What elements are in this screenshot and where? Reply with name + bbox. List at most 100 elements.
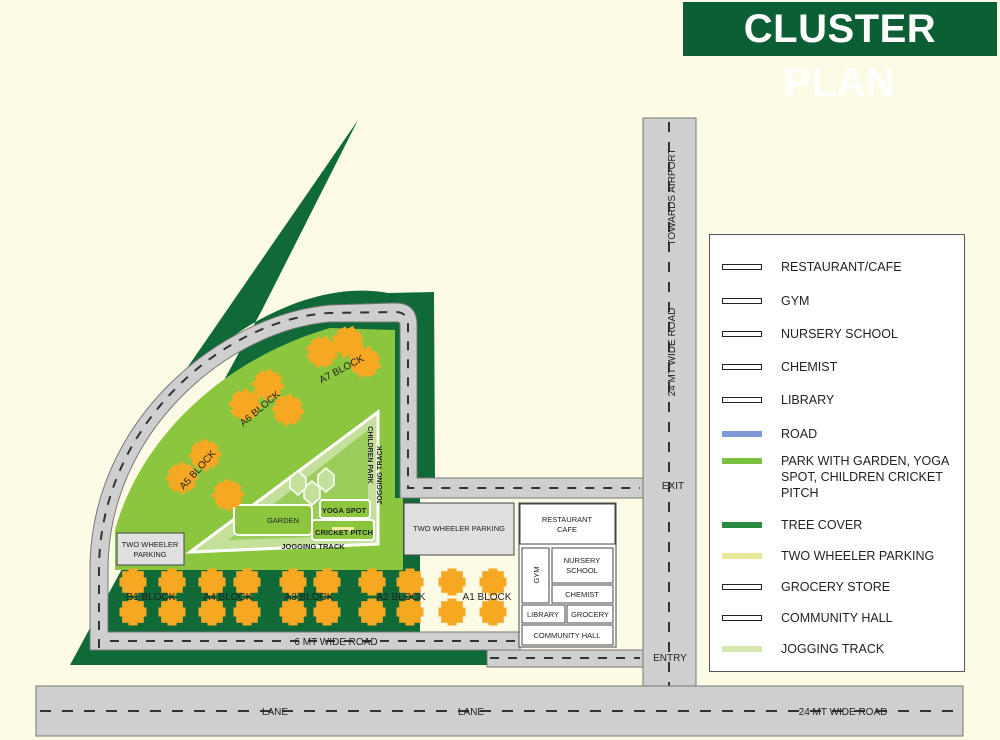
block-label-a2: A2 BLOCK <box>377 592 426 603</box>
legend-swatch <box>722 458 762 464</box>
building-a4-unit-2b <box>233 598 261 626</box>
inner-road-dashes <box>98 310 640 648</box>
building-a1-unit-1a <box>438 568 466 596</box>
legend-label: GROCERY STORE <box>781 580 891 594</box>
legend-label: ROAD <box>781 427 818 441</box>
building-a6-unit-3 <box>228 388 262 422</box>
restaurant-cafe-line1: RESTAURANT <box>542 515 593 524</box>
building-a2-unit-1b <box>358 598 386 626</box>
restaurant-cafe-box <box>519 503 616 545</box>
lane-road <box>35 685 964 737</box>
legend-swatch <box>722 264 762 270</box>
building-b1-unit-2a <box>158 568 186 596</box>
inner-road-label: 6 MT WIDE ROAD <box>294 637 377 648</box>
community-hall-label: COMMUNITY HALL <box>534 631 601 640</box>
building-a3-unit-2a <box>313 568 341 596</box>
building-a7-unit-7 <box>331 325 365 359</box>
chemist-box <box>551 584 614 604</box>
legend-label: LIBRARY <box>781 393 835 407</box>
building-a3-unit-2b <box>313 598 341 626</box>
garden-label: GARDEN <box>267 516 299 525</box>
legend-swatch <box>722 584 762 590</box>
legend-swatch <box>722 397 762 403</box>
legend-label: GYM <box>781 294 810 308</box>
children-park-hex-2 <box>303 480 321 506</box>
building-a5-unit-0 <box>165 461 199 495</box>
block-label-b1: B1 BLOCK <box>127 592 176 603</box>
block-label-a4: A4 BLOCK <box>204 592 253 603</box>
building-a5-unit-1 <box>188 438 222 472</box>
legend-swatch <box>722 431 762 437</box>
two-wheeler-parking-center <box>403 502 515 556</box>
lane-label-1: LANE <box>262 707 288 718</box>
building-a3-unit-1b <box>279 598 307 626</box>
building-b1-unit-2b <box>158 598 186 626</box>
legend-label: PARK WITH GARDEN, YOGA SPOT, CHILDREN CR… <box>781 454 949 500</box>
building-b1-unit-1b <box>119 598 147 626</box>
building-a4-unit-2a <box>233 568 261 596</box>
yoga-spot-area <box>319 499 371 519</box>
nursery-school-box <box>551 547 614 584</box>
gym-label: GYM <box>532 566 541 583</box>
community-hall-box <box>521 624 614 646</box>
legend-label: TWO WHEELER PARKING <box>781 549 935 563</box>
block-label-a1: A1 BLOCK <box>463 592 512 603</box>
children-park-label: CHILDREN PARK <box>366 426 373 483</box>
building-a2-unit-1a <box>358 568 386 596</box>
library-label: LIBRARY <box>527 610 559 619</box>
building-a1-unit-1b <box>438 598 466 626</box>
building-a4-unit-1a <box>198 568 226 596</box>
jogging-track-side-label: JOGGING TRACK <box>377 445 384 504</box>
building-b1-unit-1a <box>119 568 147 596</box>
inner-loop-road <box>89 302 644 651</box>
grocery-label: GROCERY <box>571 610 609 619</box>
building-a6-unit-4 <box>251 368 285 402</box>
building-a2-unit-2b <box>396 598 424 626</box>
children-park-hex-1 <box>317 467 335 493</box>
legend-swatch <box>722 331 762 337</box>
legend-label: JOGGING TRACK <box>781 642 885 656</box>
legend-label: CHEMIST <box>781 360 838 374</box>
main-road-label: 24 MT WIDE ROAD <box>799 707 888 718</box>
legend-label: NURSERY SCHOOL <box>781 327 898 341</box>
gym-box <box>521 547 550 604</box>
two-wheeler-parking-left-line1: TWO WHEELER <box>122 540 179 549</box>
towards-airport-label: TOWARDS AIRPORT <box>667 148 678 245</box>
grocery-box <box>566 604 614 624</box>
building-a5-unit-2 <box>211 478 245 512</box>
two-wheeler-parking-left-line2: PARKING <box>133 550 166 559</box>
building-a7-unit-8 <box>348 345 382 379</box>
page-title: CLUSTER PLAN <box>683 2 997 105</box>
building-a1-unit-2b <box>479 598 507 626</box>
building-a1-unit-2a <box>479 568 507 596</box>
airport-road-label: 24 MT WIDE ROAD <box>667 308 678 397</box>
building-a3-unit-1a <box>279 568 307 596</box>
lane-label-2: LANE <box>458 707 484 718</box>
legend-label: COMMUNITY HALL <box>781 611 893 625</box>
cricket-pitch-strip <box>332 527 354 531</box>
building-a7-unit-6 <box>305 335 339 369</box>
legend-swatch <box>722 522 762 528</box>
restaurant-cafe-line2: CAFE <box>557 525 577 534</box>
jogging-track-bottom-label: JOGGING TRACK <box>281 542 345 551</box>
legend-swatch <box>722 553 762 559</box>
building-a2-unit-2a <box>396 568 424 596</box>
legend-label: TREE COVER <box>781 518 863 532</box>
library-box <box>521 604 566 624</box>
building-a6-unit-5 <box>271 393 305 427</box>
cricket-pitch-label: CRICKET PITCH <box>315 528 373 537</box>
entry-label: ENTRY <box>653 653 687 664</box>
two-wheeler-parking-left <box>116 532 185 566</box>
building-blocks <box>119 325 507 626</box>
building-a4-unit-1b <box>198 598 226 626</box>
nursery-school-line1: NURSERY <box>564 556 601 565</box>
legend-swatch <box>722 298 762 304</box>
nursery-school-line2: SCHOOL <box>566 566 598 575</box>
legend-label: RESTAURANT/CAFE <box>781 260 902 274</box>
legend-swatch <box>722 646 762 652</box>
block-label-a3: A3 BLOCK <box>285 592 334 603</box>
chemist-label: CHEMIST <box>565 590 599 599</box>
exit-label: EXIT <box>662 481 684 492</box>
